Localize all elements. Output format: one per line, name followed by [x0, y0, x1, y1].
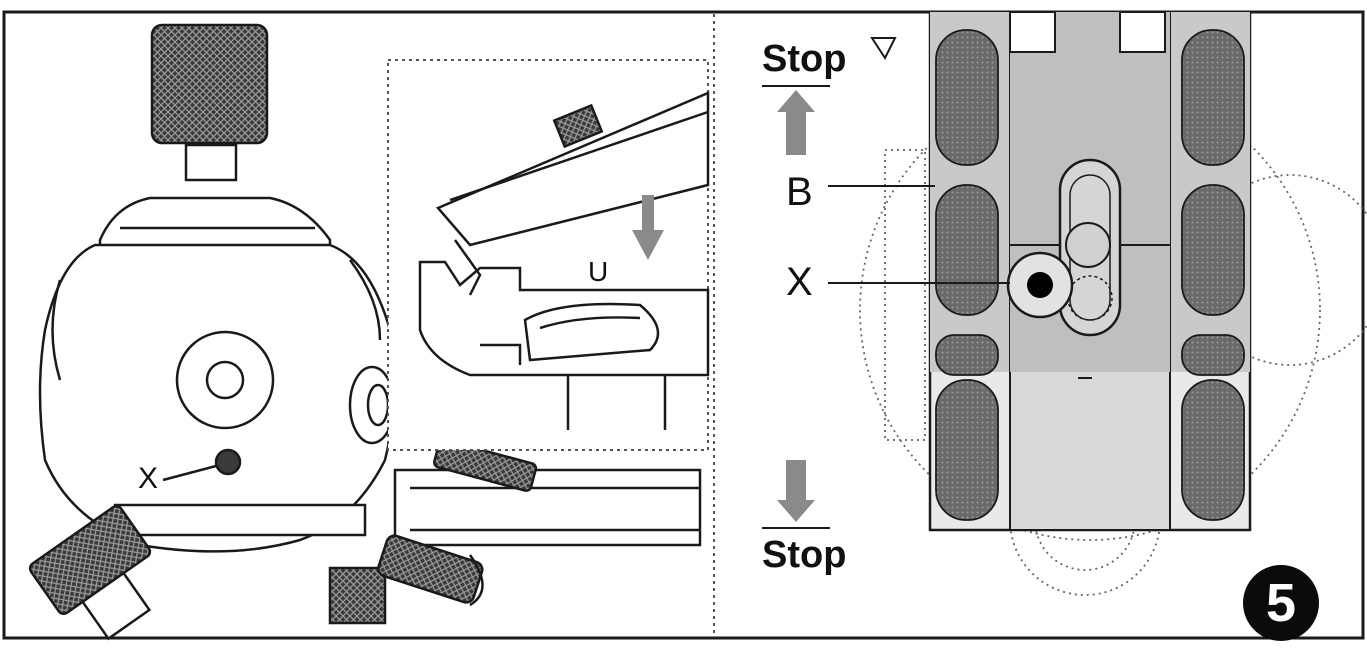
right-panel	[762, 10, 1367, 596]
left-panel	[28, 23, 702, 641]
tilted-plate	[435, 91, 710, 247]
swing-circle-main	[859, 79, 1321, 541]
label-x-left: X	[138, 462, 159, 495]
x-pin-dot	[1027, 272, 1053, 298]
step-number-badge: 5	[1243, 565, 1319, 641]
x-marker-dot	[214, 448, 242, 476]
clamp-jaw	[393, 468, 702, 547]
lower-lever	[377, 534, 484, 604]
label-u: U	[588, 256, 609, 287]
lower-left-knob	[28, 504, 152, 641]
base-rail	[113, 503, 367, 537]
inset-detail	[387, 59, 710, 451]
stop-label-top: Stop	[762, 38, 847, 80]
slot-screw-top	[1065, 222, 1111, 268]
bottom-knob	[328, 566, 387, 625]
plate-screw	[552, 103, 604, 149]
up-arrow	[777, 90, 815, 155]
center-knob-inner	[205, 360, 245, 400]
center-knob-outer	[175, 330, 275, 430]
label-b: B	[786, 170, 813, 214]
upper-lever	[433, 438, 538, 492]
down-arrow-inset	[632, 195, 664, 260]
clamp-head-top	[98, 196, 332, 252]
top-knob	[150, 23, 269, 145]
outer-frame	[2, 10, 1365, 640]
down-arrow	[777, 460, 815, 522]
stop-label-bottom: Stop	[762, 534, 847, 576]
label-x-right: X	[786, 260, 813, 304]
